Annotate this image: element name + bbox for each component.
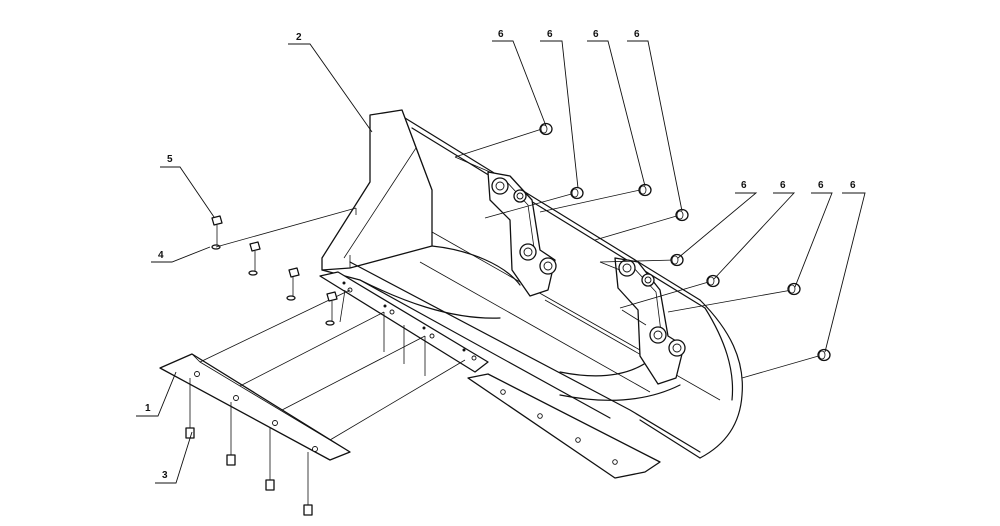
callout-6c: 6 [593, 29, 599, 40]
callout-6d: 6 [634, 29, 640, 40]
callout-6h: 6 [850, 180, 856, 191]
callout-6e: 6 [741, 180, 747, 191]
bucket-body [319, 109, 743, 479]
callout-6a: 6 [498, 29, 504, 40]
nut-washer-2 [248, 241, 261, 276]
bushing-6f [706, 274, 720, 288]
mounting-bracket-left [487, 171, 557, 297]
bushing-6g [787, 282, 801, 296]
mounting-bracket-right [614, 257, 686, 385]
bolts [185, 378, 313, 516]
pin-axis-lines [454, 127, 823, 379]
bolt-2 [226, 402, 236, 466]
bushing-6d [675, 208, 689, 222]
callout-6b: 6 [547, 29, 553, 40]
leader-lines [136, 40, 866, 484]
callout-labels: 1 2 3 4 5 6 6 6 6 6 6 6 6 [145, 29, 856, 481]
bushing-6h [817, 348, 831, 362]
nut-washer-3 [286, 267, 300, 301]
nuts-and-washers [211, 207, 357, 326]
bushing-6e [670, 253, 684, 267]
bolt-4 [303, 452, 313, 516]
bushing-6a [539, 122, 553, 136]
bushings [539, 122, 831, 362]
callout-5: 5 [167, 154, 173, 165]
bolt-3 [265, 427, 275, 491]
callout-1: 1 [145, 403, 151, 414]
bolt-1 [185, 378, 195, 439]
nut-washer-4 [325, 289, 346, 326]
callout-3: 3 [162, 470, 168, 481]
callout-6g: 6 [818, 180, 824, 191]
callout-4: 4 [158, 250, 164, 261]
bushing-6c [638, 183, 652, 197]
callout-6f: 6 [780, 180, 786, 191]
callout-2: 2 [296, 32, 302, 43]
nut-washer-1 [211, 215, 223, 250]
cutting-edge-plate [159, 289, 466, 461]
bushing-6b [570, 186, 584, 200]
